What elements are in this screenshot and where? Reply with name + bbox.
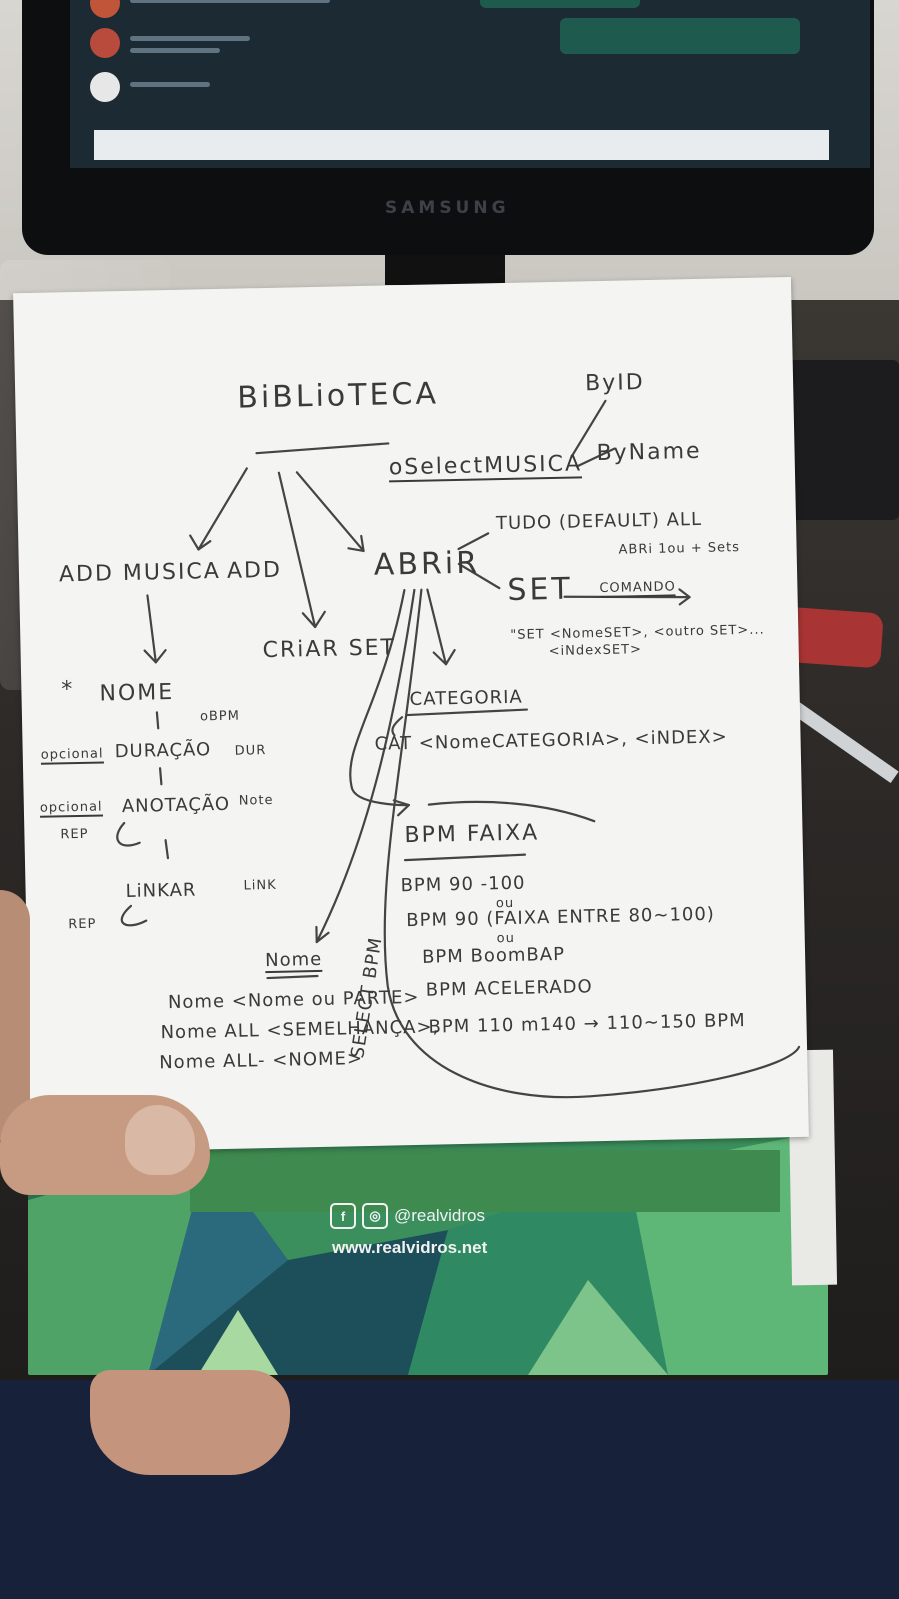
dur-label: DUR xyxy=(234,743,267,759)
nome-heading: NOME xyxy=(99,679,175,707)
add-musica: ADD MUSICA xyxy=(58,558,222,588)
chat-line xyxy=(130,82,210,87)
set-syntax-2: <iNdexSET> xyxy=(548,642,643,660)
pad-social: f ◎ @realvidros xyxy=(330,1203,485,1229)
note-strokes xyxy=(116,399,801,1099)
chat-row xyxy=(90,28,450,62)
instagram-icon: ◎ xyxy=(362,1203,388,1229)
avatar xyxy=(90,28,120,58)
green-sheet-strip xyxy=(190,1150,780,1212)
comando: COMANDO xyxy=(599,579,676,599)
abri-sets: ABRi 1ou + Sets xyxy=(618,540,741,558)
chat-row xyxy=(90,0,450,22)
tudo-default: TUDO (DEFAULT) ALL xyxy=(495,508,703,535)
monitor xyxy=(22,0,874,255)
nome-line-3: Nome ALL- <NOME> xyxy=(159,1048,364,1074)
chat-line xyxy=(130,48,220,53)
bpm-line-3: BPM BoomBAP xyxy=(421,943,566,968)
opcional-2: opcional xyxy=(39,799,103,818)
finger xyxy=(90,1370,290,1475)
by-name: ByName xyxy=(596,438,702,467)
pad-website: www.realvidros.net xyxy=(332,1238,488,1257)
social-handle: @realvidros xyxy=(394,1206,485,1225)
opcional-1: opcional xyxy=(40,746,104,765)
duracao: DURAÇÃO xyxy=(114,739,212,763)
chat-bubble xyxy=(560,18,800,54)
add-label: ADD xyxy=(226,557,283,584)
star-mark: * xyxy=(61,677,75,703)
chat-bubble xyxy=(480,0,640,8)
bpm-small: oBPM xyxy=(199,708,241,725)
bpm-line-4: BPM ACELERADO xyxy=(425,976,593,1001)
handwritten-note: BiBLioTECA oSelectMUSICA ByID ByName ADD… xyxy=(13,276,809,1154)
chat-line xyxy=(130,36,250,41)
linkar: LiNKAR xyxy=(125,879,197,903)
set-label: SET xyxy=(507,571,574,608)
anotacao: ANOTAÇÃO xyxy=(121,793,231,818)
nome-section: Nome xyxy=(264,948,323,974)
bpm-faixa: BPM FAIXA xyxy=(404,820,540,849)
categoria: CATEGORIA xyxy=(409,686,523,711)
keyboard xyxy=(780,360,899,520)
title-biblioteca: BiBLioTECA xyxy=(236,376,440,416)
rep-2: REP xyxy=(68,916,97,933)
chat-line xyxy=(130,0,330,3)
avatar xyxy=(90,72,120,102)
rep-1: REP xyxy=(60,826,89,843)
link-label: LiNK xyxy=(243,877,277,894)
facebook-icon: f xyxy=(330,1203,356,1229)
bpm-line-1: BPM 90 -100 xyxy=(400,872,526,897)
monitor-stand xyxy=(385,255,505,285)
by-id: ByID xyxy=(584,370,645,397)
hand-palm xyxy=(0,890,30,1140)
taskbar xyxy=(94,130,829,160)
avatar xyxy=(90,0,120,18)
chat-row xyxy=(90,72,450,106)
note-label: Note xyxy=(238,792,274,809)
thumbnail xyxy=(125,1105,195,1175)
select-musica: oSelectMUSICA xyxy=(388,451,583,483)
monitor-brand: SAMSUNG xyxy=(385,198,510,218)
criar-set: CRiAR SET xyxy=(262,635,397,664)
abrir: ABRiR xyxy=(373,545,481,583)
